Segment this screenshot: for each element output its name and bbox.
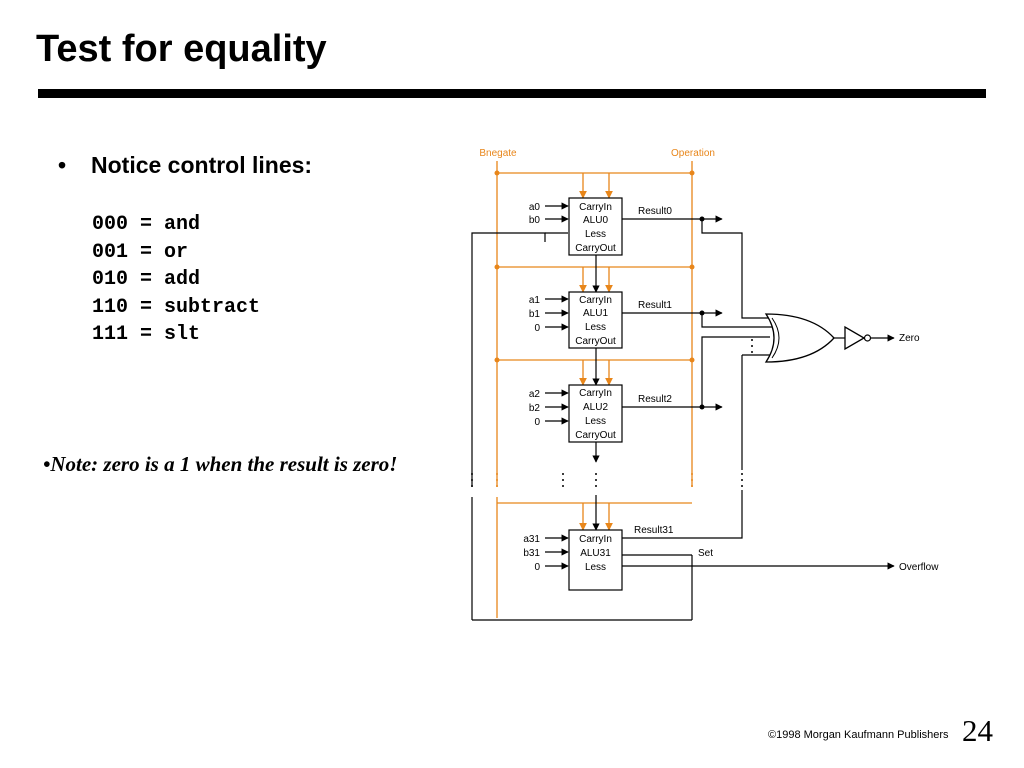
zero-note: •Note: zero is a 1 when the result is ze…	[43, 452, 398, 476]
alu-port-label: Less	[585, 416, 606, 427]
control-lines	[496, 161, 693, 618]
control-code: 111 = slt	[92, 323, 201, 346]
input-label: b31	[523, 548, 540, 559]
input-label: 0	[534, 417, 540, 428]
result-label: Result1	[638, 300, 672, 311]
alu-port-label: CarryOut	[575, 336, 616, 347]
alu1-box	[568, 291, 623, 349]
alu-port-label: ALU2	[583, 402, 608, 413]
bnegate-label: Bnegate	[479, 148, 517, 159]
page-number: 24	[962, 713, 993, 748]
alu-port-label: CarryIn	[579, 388, 612, 399]
control-code: 110 = subtract	[92, 295, 261, 319]
result-label: Result31	[634, 525, 674, 536]
control-code: 000 = and	[92, 213, 201, 236]
wire-junctions	[699, 216, 705, 410]
alu-port-label: ALU31	[580, 548, 611, 559]
alu-port-label: Less	[585, 322, 606, 333]
input-label: 0	[534, 323, 540, 334]
or-gate	[764, 313, 835, 363]
control-code: 010 = add	[92, 268, 201, 291]
input-label: b0	[529, 215, 541, 226]
input-label: a31	[523, 534, 540, 545]
operation-label: Operation	[671, 148, 715, 159]
ellipsis-dots	[471, 339, 753, 487]
alu-port-label: Less	[585, 229, 606, 240]
alu-port-label: ALU0	[583, 215, 608, 226]
alu-port-label: CarryIn	[579, 534, 612, 545]
control-junctions	[494, 170, 695, 363]
alu-port-label: CarryIn	[579, 295, 612, 306]
alu31-box	[568, 529, 623, 591]
alu-port-label: CarryOut	[575, 430, 616, 441]
alu-port-label: CarryOut	[575, 243, 616, 254]
title-rule	[38, 89, 986, 98]
input-label: 0	[534, 562, 540, 573]
alu-port-label: Less	[585, 562, 606, 573]
input-label: b1	[529, 309, 541, 320]
alu-port-label: CarryIn	[579, 202, 612, 213]
bullet-heading: • Notice control lines:	[58, 152, 312, 179]
copyright-footer: ©1998 Morgan Kaufmann Publishers	[768, 729, 949, 741]
zero-label: Zero	[899, 333, 920, 344]
inverter-gate	[844, 325, 866, 351]
bullet-heading-text: Notice control lines:	[91, 152, 313, 178]
input-label: a1	[529, 295, 541, 306]
set-label: Set	[698, 548, 713, 559]
result-label: Result2	[638, 394, 672, 405]
input-label: b2	[529, 403, 541, 414]
result-label: Result0	[638, 206, 672, 217]
alu2-box	[568, 384, 623, 443]
control-code: 001 = or	[92, 240, 189, 264]
input-label: a0	[529, 202, 541, 213]
control-code-list: 000 = and 001 = or 010 = add 110 = subtr…	[92, 211, 260, 349]
overflow-label: Overflow	[899, 562, 939, 573]
bullet-marker: •	[58, 152, 67, 178]
alu0-box	[568, 197, 623, 256]
wires	[471, 202, 895, 621]
alu-port-label: ALU1	[583, 308, 608, 319]
slide-title: Test for equality	[36, 28, 327, 70]
input-label: a2	[529, 389, 541, 400]
